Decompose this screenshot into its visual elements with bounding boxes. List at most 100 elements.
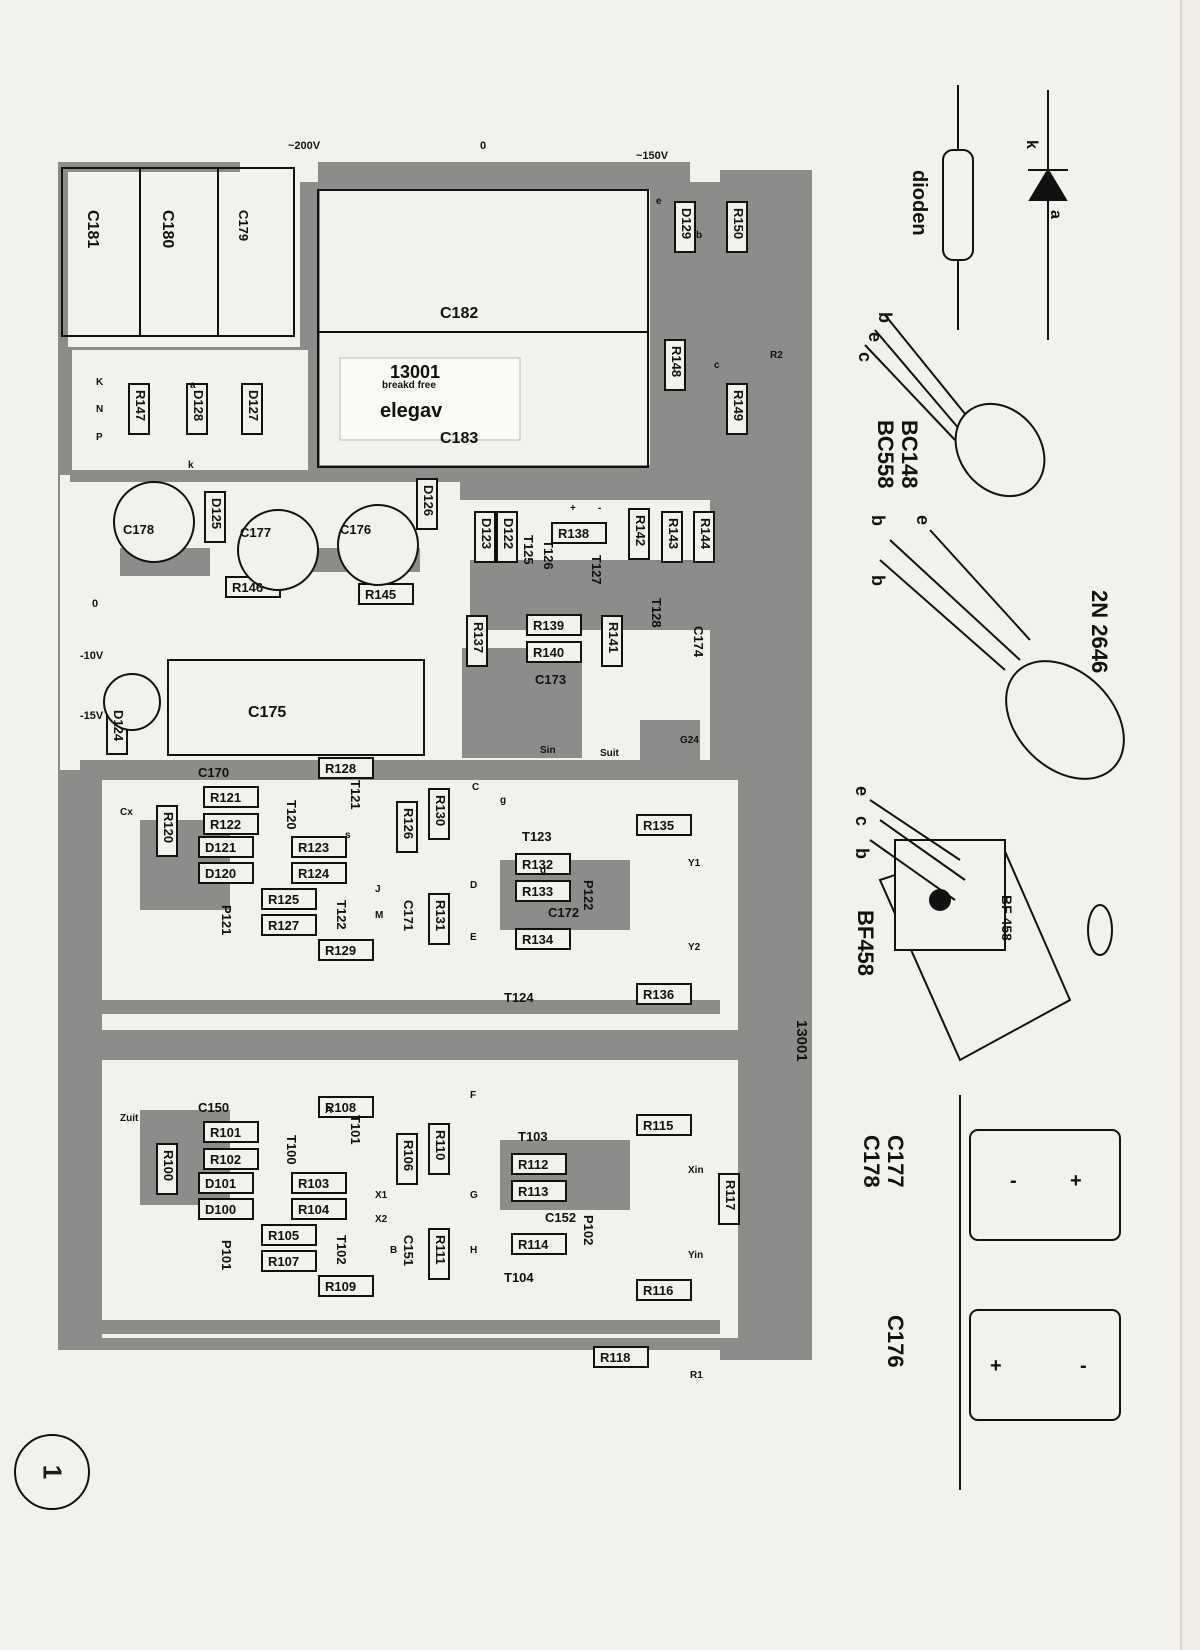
component-label-d125: D125 — [209, 498, 224, 530]
bf458-pin: b — [852, 848, 872, 859]
component-label-r103: R103 — [298, 1176, 330, 1191]
transistor-pin: c — [855, 352, 875, 363]
terminal-label: R2 — [770, 350, 783, 361]
component-label-t104: T104 — [504, 1270, 534, 1285]
component-body — [203, 1148, 259, 1170]
terminal-label: M — [375, 910, 384, 921]
supply-label: ~200V — [288, 140, 321, 152]
bf458-screw — [1087, 904, 1113, 956]
electrolytic-capacitor — [113, 481, 195, 563]
component-body — [496, 511, 518, 563]
component-label-r139: R139 — [533, 618, 565, 633]
component-label-t123: T123 — [522, 829, 552, 844]
component-body — [515, 928, 571, 950]
ujt-label: 2N 2646 — [1087, 590, 1112, 674]
component-label-r145: R145 — [365, 587, 397, 602]
terminal-label: A — [325, 1105, 333, 1116]
sticker-text: 13001 — [390, 362, 441, 382]
component-body — [636, 814, 692, 836]
component-label-r133: R133 — [522, 884, 554, 899]
terminal-label: c — [714, 360, 720, 371]
supply-label: -10V — [80, 650, 104, 662]
terminal-label: Cx — [120, 807, 133, 818]
terminal-label: a — [190, 380, 196, 391]
terminal-label: + — [570, 503, 576, 514]
polarity-plus: + — [990, 1355, 1002, 1377]
component-body — [593, 1346, 649, 1368]
terminal-label: Zuit — [120, 1113, 139, 1124]
transistor-pin: b — [875, 312, 895, 323]
legend-drawings — [864, 85, 1125, 1490]
component-body — [693, 511, 715, 563]
cap-c176-body — [969, 1309, 1121, 1421]
component-body — [291, 1198, 347, 1220]
ujt-lead — [879, 559, 1006, 671]
component-label-r131: R131 — [433, 900, 448, 932]
bf458-lead — [879, 819, 966, 881]
component-body — [636, 1114, 692, 1136]
component-label-r144: R144 — [698, 518, 713, 550]
track — [70, 470, 470, 482]
terminal-label: X1 — [375, 1190, 388, 1201]
component-label-c174: C174 — [691, 626, 706, 658]
component-body — [198, 862, 254, 884]
terminal-label: G — [470, 1190, 478, 1201]
terminal-label: G24 — [680, 735, 699, 746]
component-label-d100: D100 — [205, 1202, 237, 1217]
component-label-r128: R128 — [325, 761, 357, 776]
component-label-r140: R140 — [533, 645, 565, 660]
component-label-r147: R147 — [133, 390, 148, 422]
component-label-c177: C177 — [240, 525, 272, 540]
sticker-logo: elegav — [380, 400, 443, 422]
supply-label: 0 — [480, 140, 487, 152]
component-body — [551, 522, 607, 544]
terminal-label: b — [696, 230, 703, 241]
terminal-label: - — [598, 503, 602, 514]
terminal-label: R1 — [690, 1370, 703, 1381]
cap-label-c176: C176 — [883, 1315, 908, 1368]
track — [80, 1000, 720, 1014]
polarity-minus: - — [1080, 1355, 1087, 1377]
component-body — [318, 1275, 374, 1297]
component-label-r136: R136 — [643, 987, 675, 1002]
ujt-pin: b — [868, 515, 888, 526]
component-body — [318, 757, 374, 779]
component-label-t120: T120 — [284, 800, 299, 830]
component-label-r148: R148 — [669, 346, 684, 378]
component-label-t100: T100 — [284, 1135, 299, 1165]
component-label-r149: R149 — [731, 390, 746, 422]
track — [80, 760, 720, 774]
component-body — [636, 983, 692, 1005]
component-label-p121: P121 — [219, 905, 234, 936]
component-body — [726, 383, 748, 435]
component-body — [674, 201, 696, 253]
component-body — [628, 508, 650, 560]
component-body — [261, 888, 317, 910]
component-label-c150: C150 — [198, 1100, 230, 1115]
component-label-t121: T121 — [348, 780, 363, 810]
supply-label: 0 — [92, 598, 99, 610]
component-label-t101: T101 — [348, 1115, 363, 1145]
terminal-label: F — [470, 1090, 477, 1101]
component-body — [261, 914, 317, 936]
component-label-c175: C175 — [248, 704, 287, 721]
component-label-r142: R142 — [633, 515, 648, 547]
component-body — [661, 511, 683, 563]
component-body — [511, 1153, 567, 1175]
terminal-label: s — [345, 830, 351, 841]
terminal-label: H — [470, 1245, 478, 1256]
cap-label-c178: C178 — [859, 1135, 884, 1188]
transistor-lead — [884, 314, 971, 421]
component-body — [718, 1173, 740, 1225]
component-label-r113: R113 — [518, 1184, 549, 1199]
component-body — [156, 1143, 178, 1195]
component-label-c151: C151 — [401, 1235, 416, 1267]
component-body — [261, 1224, 317, 1246]
bf458-lead — [869, 799, 961, 861]
diode-symbol-triangle — [1028, 168, 1068, 201]
component-label-c178: C178 — [123, 522, 155, 537]
component-label-r105: R105 — [268, 1228, 300, 1243]
terminal-label: P — [96, 432, 103, 443]
terminal-label: K — [96, 377, 104, 388]
component-label-c171: C171 — [401, 900, 416, 932]
